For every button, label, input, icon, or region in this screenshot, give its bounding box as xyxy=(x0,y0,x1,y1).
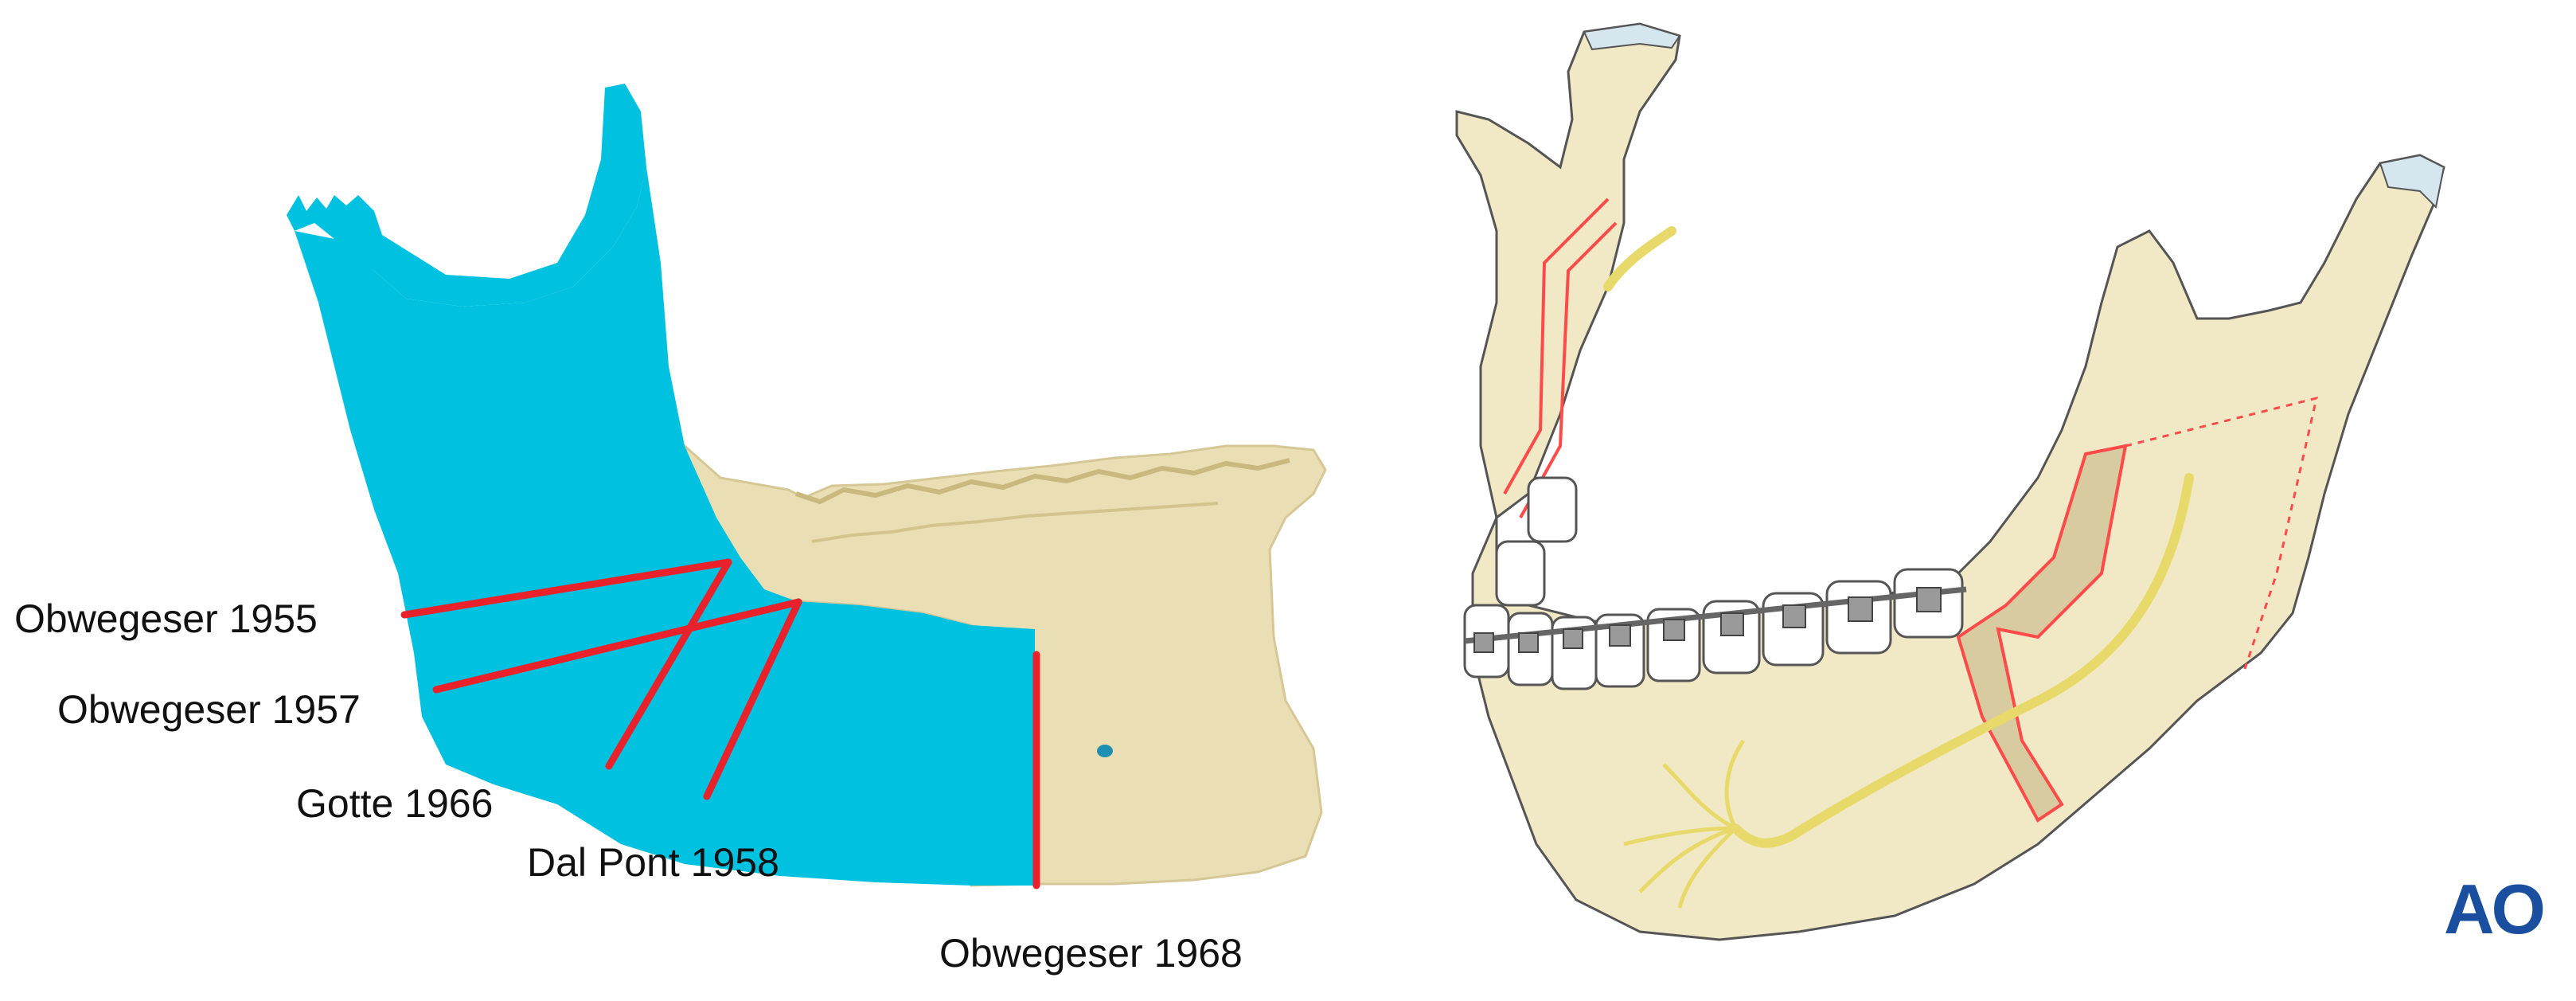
far-condyle-cap xyxy=(1583,22,1681,51)
crest-ridge xyxy=(811,502,1219,543)
near-condyle-cap xyxy=(2379,154,2445,209)
mandible-3d-model xyxy=(287,84,1327,890)
inferior-alveolar-nerve xyxy=(1731,473,2194,848)
label-gotte-1966: Gotte 1966 xyxy=(296,781,494,826)
label-obwegeser-1957: Obwegeser 1957 xyxy=(57,687,361,732)
ramus-body-blue xyxy=(295,167,1035,886)
line-gotte-1966 xyxy=(605,558,732,770)
teeth-braces xyxy=(1463,476,1964,690)
line-obwegeser-1955 xyxy=(400,558,732,619)
brackets xyxy=(1473,587,1942,653)
far-nerve xyxy=(1603,226,1676,291)
line-dal-pont-1958 xyxy=(703,598,802,800)
ramus-blue xyxy=(287,84,646,307)
ao-logo: AO xyxy=(2444,870,2546,948)
archwire xyxy=(1464,586,1967,644)
near-osteotomy-outline xyxy=(1956,444,2128,823)
teeth-crest xyxy=(795,458,1290,505)
line-obwegeser-1957 xyxy=(432,598,802,694)
mental-foramen xyxy=(1097,745,1113,757)
label-dal-pont-1958: Dal Pont 1958 xyxy=(527,840,779,885)
label-obwegeser-1968: Obwegeser 1968 xyxy=(939,931,1243,976)
label-obwegeser-1955: Obwegeser 1955 xyxy=(14,596,318,641)
mental-nerve-branches xyxy=(1623,739,1746,909)
